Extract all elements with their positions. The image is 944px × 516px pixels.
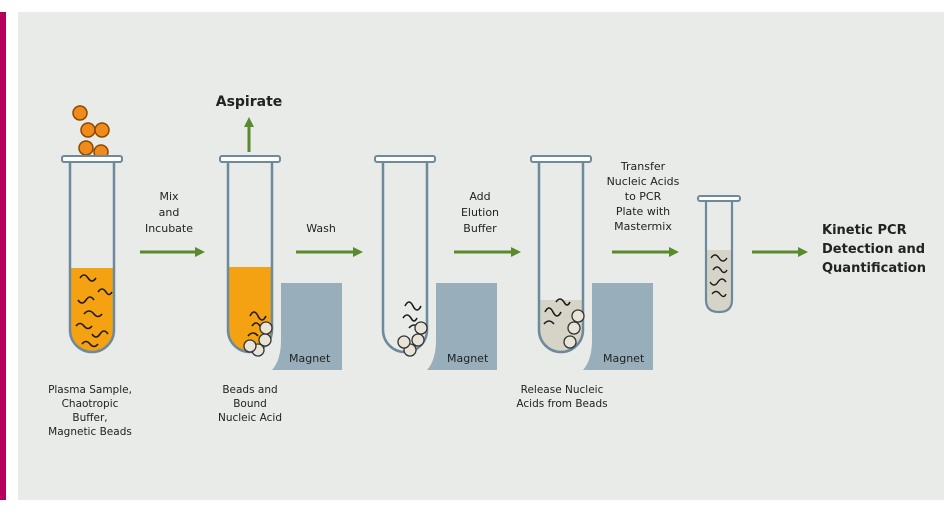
svg-text:Mastermix: Mastermix [614,220,672,233]
step-wash-label: Wash [306,222,336,235]
tube-3 [374,155,436,357]
step-transfer-label: Transfer Nucleic Acids to PCR Plate with… [607,160,680,233]
svg-text:Nucleic Acid: Nucleic Acid [218,412,282,424]
svg-text:Plasma Sample,: Plasma Sample, [48,384,132,396]
svg-text:to PCR: to PCR [625,190,662,203]
svg-text:Magnet: Magnet [603,352,645,365]
caption-tube2: Beads and Bound Nucleic Acid [218,384,282,424]
svg-text:Bound: Bound [233,398,267,410]
tube-2 [219,155,281,357]
svg-text:Add: Add [469,190,490,203]
caption-tube1: Plasma Sample, Chaotropic Buffer, Magnet… [48,384,132,438]
diagram-panel [18,12,944,500]
aspirate-label: Aspirate [216,94,283,110]
svg-text:Magnet: Magnet [289,352,331,365]
svg-text:Chaotropic: Chaotropic [62,398,119,410]
svg-text:Quantification: Quantification [822,261,926,276]
step-mix-label: Mix and Incubate [145,190,193,235]
svg-text:Nucleic Acids: Nucleic Acids [607,175,680,188]
caption-tube4: Release Nucleic Acids from Beads [516,384,607,410]
svg-text:Beads and: Beads and [222,384,277,396]
tube-4 [530,155,592,354]
svg-text:Plate with: Plate with [616,205,670,218]
svg-text:Transfer: Transfer [620,160,666,173]
svg-text:Buffer: Buffer [463,222,497,235]
svg-text:Magnet: Magnet [447,352,489,365]
svg-text:Magnetic Beads: Magnetic Beads [48,426,132,438]
svg-text:Acids from Beads: Acids from Beads [516,398,607,410]
magnet-2: Magnet [427,283,497,370]
nucleic-acid-strands [75,274,113,348]
bead-cluster [243,321,273,357]
svg-text:Mix: Mix [159,190,179,203]
magnet-1: Magnet [272,283,342,370]
beads-falling [72,105,110,160]
svg-text:Elution: Elution [461,206,499,219]
final-label: Kinetic PCR Detection and Quantification [822,223,926,276]
tube-1 [61,155,123,354]
svg-text:Release Nucleic: Release Nucleic [521,384,604,396]
magnet-3: Magnet [583,283,653,370]
step-elution-label: Add Elution Buffer [461,190,499,235]
svg-text:Detection and: Detection and [822,242,925,257]
svg-text:Buffer,: Buffer, [72,412,107,424]
svg-text:Incubate: Incubate [145,222,193,235]
accent-bar [0,12,6,500]
svg-text:Kinetic PCR: Kinetic PCR [822,223,907,238]
svg-text:and: and [159,206,180,219]
pcr-tube [697,195,741,314]
